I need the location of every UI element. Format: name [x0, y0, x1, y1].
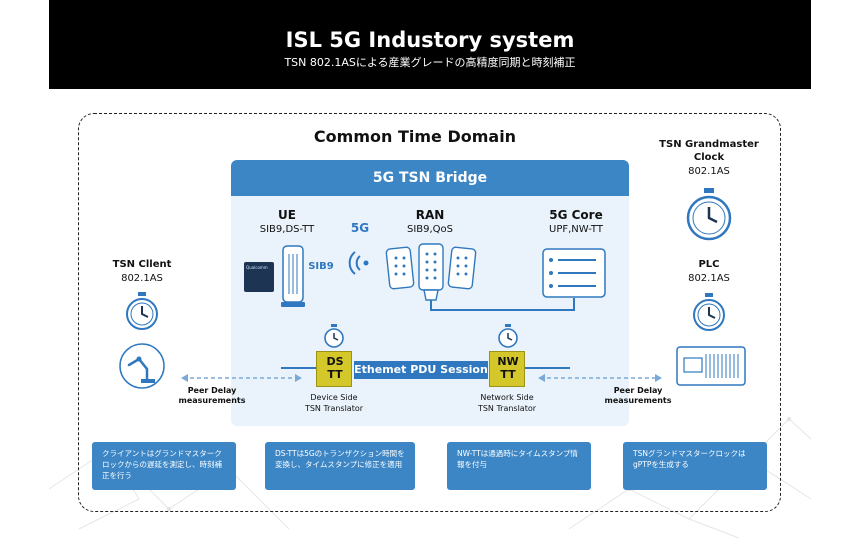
dstt-caption-line1: Device Side — [310, 393, 358, 402]
peer-right-line1: Peer Delay — [613, 386, 663, 395]
wireless-signal-icon — [348, 251, 369, 275]
chip-brand-text: Qualcomm — [246, 265, 268, 270]
robot-arm-icon — [119, 343, 165, 389]
antenna-panels-icon — [385, 243, 477, 301]
grandmaster-stopwatch-icon — [686, 188, 732, 241]
core-title: 5G Core — [549, 208, 603, 222]
peer-delay-left: Peer Delay measurements — [172, 386, 252, 406]
nwtt-line2: TT — [500, 368, 516, 381]
nwtt-stopwatch-icon — [498, 324, 518, 348]
grandmaster-title-line1: TSN Grandmaster — [659, 139, 759, 150]
plc-device-icon — [676, 346, 746, 386]
nwtt-box: NW TT — [489, 351, 525, 387]
ue-sub: SIB9,DS-TT — [259, 224, 315, 235]
domain-title: Common Time Domain — [313, 127, 517, 146]
common-time-domain-border — [78, 113, 781, 512]
dstt-stopwatch-icon — [324, 324, 344, 348]
ran-sub: SIB9,QoS — [406, 224, 454, 235]
page-subtitle: TSN 802.1ASによる産業グレードの高精度同期と時刻補正 — [284, 56, 576, 69]
tsn-bridge-title: 5G TSN Bridge — [231, 160, 629, 196]
nwtt-text: NW TT — [490, 355, 526, 381]
plc-sub: 802.1AS — [688, 273, 730, 284]
plc-title: PLC — [698, 259, 720, 270]
page-title: ISL 5G Industory system — [285, 28, 575, 52]
info-box-client: クライアントはグランドマスタークロックからの遅延を測定し、時刻補正を行う — [92, 442, 236, 490]
info-box-grandmaster: TSNグランドマスタークロックはgPTPを生成する — [623, 442, 767, 490]
client-title: TSN Cllent — [112, 259, 172, 270]
info-box-dstt: DS-TTは5Gのトランザクション時間を変換し、タイムスタンプに修正を適用 — [265, 442, 415, 490]
5g-label: 5G — [350, 221, 370, 235]
client-sub: 802.1AS — [121, 273, 163, 284]
dstt-caption-line2: TSN Translator — [304, 404, 364, 413]
peer-right-line2: measurements — [604, 396, 672, 405]
core-sub: UPF,NW-TT — [549, 224, 603, 235]
dstt-line2: TT — [327, 368, 343, 381]
info-box-nwtt: NW-TTは通過時にタイムスタンプ情報を付与 — [447, 442, 591, 490]
pdu-session-bar: Ethemet PDU Session — [354, 361, 488, 379]
peer-left-line2: measurements — [178, 396, 246, 405]
ue-title: UE — [278, 208, 296, 222]
server-icon — [542, 248, 606, 298]
nwtt-line1: NW — [497, 355, 519, 368]
grandmaster-title-line2: Clock — [693, 152, 725, 163]
sib9-label: SIB9 — [308, 261, 334, 272]
dstt-line1: DS — [326, 355, 344, 368]
dstt-caption: Device Side TSN Translator — [284, 392, 384, 414]
dstt-text: DS TT — [317, 355, 353, 381]
dstt-box: DS TT — [316, 351, 352, 387]
grandmaster-sub: 802.1AS — [688, 166, 730, 177]
client-stopwatch-icon — [126, 292, 158, 330]
nwtt-caption-line2: TSN Translator — [477, 404, 537, 413]
plc-stopwatch-icon — [693, 293, 725, 331]
peer-delay-right: Peer Delay measurements — [598, 386, 678, 406]
ran-title: RAN — [415, 208, 445, 222]
ue-device-icon — [281, 245, 305, 307]
grandmaster-title: TSN Grandmaster Clock — [654, 138, 764, 164]
nwtt-caption-line1: Network Side — [480, 393, 534, 402]
peer-left-line1: Peer Delay — [187, 386, 237, 395]
nwtt-caption: Network Side TSN Translator — [457, 392, 557, 414]
modem-chip-icon: Qualcomm — [244, 262, 274, 292]
header-banner: ISL 5G Industory system TSN 802.1ASによる産業… — [49, 0, 811, 89]
